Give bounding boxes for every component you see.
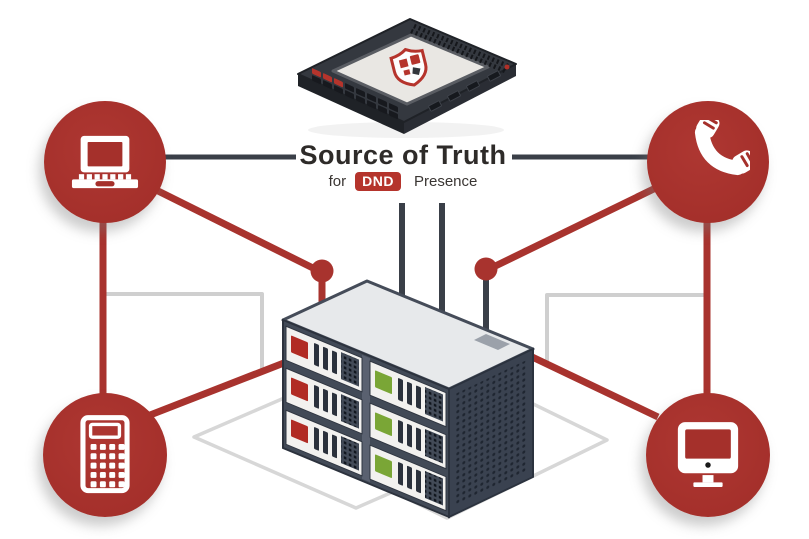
- bracket-left: [103, 292, 264, 371]
- server-top-chip: [474, 334, 510, 350]
- server-side-face: [448, 347, 534, 519]
- calculator-icon: [80, 415, 130, 494]
- server-bay: [285, 409, 363, 477]
- server-front-face: [282, 318, 450, 519]
- bay-status-light: [375, 412, 392, 436]
- link-phone-to-right-node: [481, 179, 668, 276]
- console-ports: [428, 70, 501, 112]
- console-keypad: [312, 68, 398, 120]
- console-shield-logo: [389, 47, 428, 87]
- bay-status-light: [291, 419, 308, 444]
- attendant-console: [297, 18, 517, 138]
- server-bay: [369, 444, 447, 512]
- floor-brackets: [103, 292, 707, 371]
- server-bay: [285, 367, 363, 435]
- bay-status-light: [291, 335, 308, 360]
- hub-node-right: [474, 257, 498, 281]
- endpoint-desktop-monitor: [646, 393, 770, 517]
- bay-status-light: [291, 377, 308, 402]
- bay-status-light: [375, 370, 392, 394]
- bracket-right: [545, 293, 707, 362]
- page-title: Source of Truth: [299, 140, 507, 170]
- server-bay: [285, 325, 363, 393]
- subtitle-suffix: Presence: [413, 173, 478, 190]
- title-block: Source of Truth for DND Presence: [278, 141, 528, 191]
- phone-handset-icon: [694, 120, 750, 176]
- endpoint-laptop: [44, 101, 166, 223]
- presence-server: [281, 279, 535, 519]
- desktop-monitor-icon: [677, 422, 739, 487]
- endpoint-calculator: [43, 393, 167, 517]
- server-bay: [369, 360, 447, 428]
- link-laptop-to-left-node: [138, 178, 327, 278]
- server-side-vent: [456, 360, 526, 506]
- server-bay: [369, 402, 447, 470]
- console-vents: [410, 23, 509, 74]
- endpoint-phone-handset: [647, 101, 769, 223]
- subtitle: for DND Presence: [278, 172, 528, 191]
- subtitle-prefix: for: [328, 173, 347, 190]
- laptop-icon: [71, 135, 139, 189]
- console-led: [504, 64, 510, 70]
- link-monitor-to-server: [526, 351, 660, 421]
- dnd-badge: DND: [355, 172, 401, 191]
- bay-status-light: [375, 454, 392, 478]
- hub-node-left: [310, 259, 334, 283]
